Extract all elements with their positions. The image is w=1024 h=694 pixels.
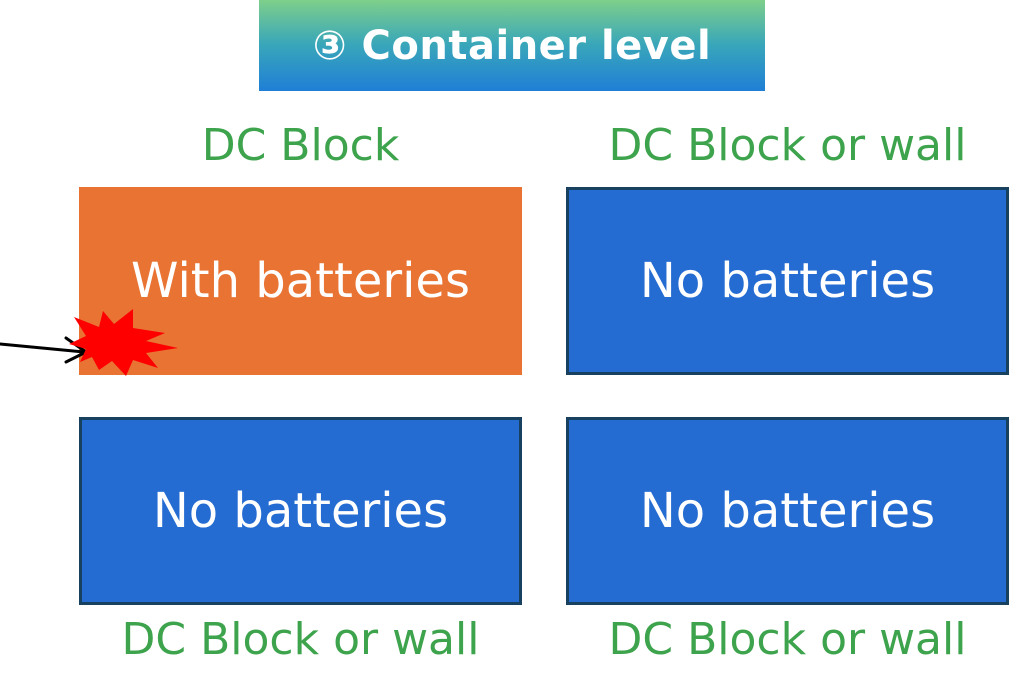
label-top-right: DC Block or wall bbox=[608, 120, 967, 171]
arrow-icon bbox=[0, 336, 88, 364]
page-title: ③ Container level bbox=[312, 22, 712, 69]
label-bottom-right: DC Block or wall bbox=[608, 614, 967, 665]
explosion-burst-icon bbox=[69, 309, 178, 376]
label-bottom-left: DC Block or wall bbox=[121, 614, 480, 665]
box-top-right: No batteries bbox=[566, 187, 1009, 375]
label-top-left: DC Block bbox=[201, 120, 400, 171]
event-marker bbox=[0, 309, 178, 376]
box-bottom-left: No batteries bbox=[79, 417, 522, 605]
title-banner: ③ Container level bbox=[259, 0, 765, 91]
box-top-right-text: No batteries bbox=[639, 253, 936, 309]
box-bottom-right: No batteries bbox=[566, 417, 1009, 605]
box-bottom-right-text: No batteries bbox=[639, 483, 936, 539]
box-top-left-text: With batteries bbox=[131, 253, 470, 309]
box-bottom-left-text: No batteries bbox=[152, 483, 449, 539]
